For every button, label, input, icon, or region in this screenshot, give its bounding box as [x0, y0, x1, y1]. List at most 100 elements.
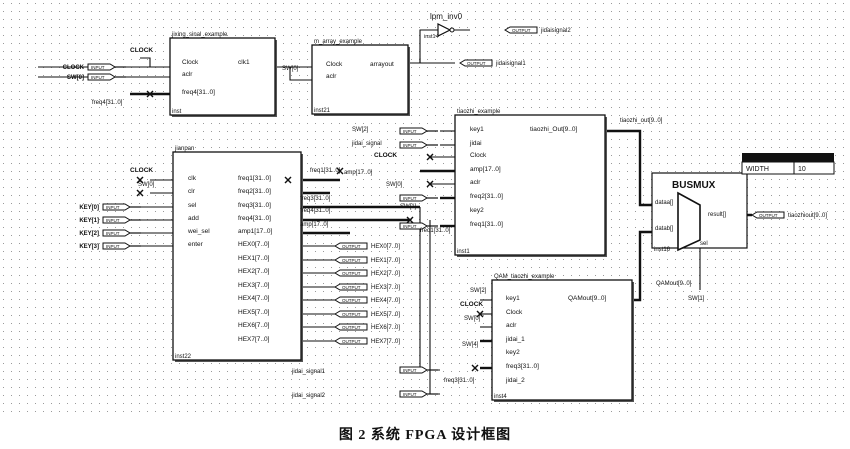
net-sw0-jp: SW[0]: [138, 182, 155, 188]
pin-hex6-label: HEX6[7..0]: [371, 325, 400, 331]
pin-freq2-tz[interactable]: INPUT: [399, 194, 438, 202]
pin-key2-label: KEY[2]: [79, 231, 99, 237]
block-qam-inst: inst4: [494, 394, 507, 400]
jianpan-out-0: freq1[31..0]: [238, 175, 271, 182]
pin-jidai-signal2[interactable]: INPUT: [399, 390, 438, 398]
no-connect-mark: [426, 180, 434, 188]
busmux-datab: datab[]: [655, 226, 674, 232]
pin-hex3-label: HEX3[7..0]: [371, 285, 400, 291]
pin-sw0-label: SW[0]: [67, 75, 84, 81]
no-connect-mark: [336, 167, 344, 175]
no-connect-mark: [406, 216, 414, 224]
net-labels: CLOCKfreq4[31..0]SW[0]tiaozhi_out[9..0]S…: [92, 47, 705, 384]
pin-hex7-tag: OUTPUT: [342, 339, 361, 344]
jianpan-out-2: freq3[31..0]: [238, 202, 271, 209]
lpm-inst: inst14: [424, 34, 439, 40]
pin-sw2-tz[interactable]: INPUT: [399, 127, 438, 135]
pin-hex3-tag: OUTPUT: [342, 285, 361, 290]
net-amp: amp[17..0]: [344, 170, 373, 176]
pin-jidai-signal1-tag: INPUT: [403, 368, 417, 373]
jianpan-out-3: freq4[31..0]: [238, 215, 271, 222]
jianpan-out-6: HEX1[7..0]: [238, 255, 270, 262]
pin-key2[interactable]: INPUT KEY[2]: [79, 229, 141, 237]
tiaozhi-port-4: aclr: [470, 179, 481, 186]
jianpan-out-8: HEX3[7..0]: [238, 282, 270, 289]
no-connect-mark: [136, 176, 144, 184]
pin-freq2-tz-tag: INPUT: [403, 196, 417, 201]
pin-freq1-tz-tag: INPUT: [403, 224, 417, 229]
pin-jidaisignal1-tag: OUTPUT: [467, 61, 486, 66]
pin-key2-tag: INPUT: [106, 231, 120, 236]
pin-hex3[interactable]: OUTPUT HEX3[7..0]: [334, 283, 400, 291]
pin-hex2-label: HEX2[7..0]: [371, 271, 400, 277]
busmux-inst: inst16: [654, 247, 671, 253]
tiaozhi-port-6: key2: [470, 207, 484, 214]
pin-key3-label: KEY[3]: [79, 244, 99, 250]
tiaozhi-port-7: freq1[31..0]: [470, 221, 503, 228]
pin-key3-tag: INPUT: [106, 244, 120, 249]
tiaozhi-port-out: tiaozhi_Out[9..0]: [530, 126, 578, 133]
pin-hex1-tag: OUTPUT: [342, 258, 361, 263]
tiaozhi-port-1: jidai: [469, 140, 482, 147]
net-freq3: freq3[31..0]: [300, 196, 331, 202]
net-sw0-marray: SW[0]: [282, 66, 299, 72]
pin-hex5-tag: OUTPUT: [342, 312, 361, 317]
pin-jidai-signal2-tag: INPUT: [403, 392, 417, 397]
block-tiaozhi[interactable]: tiaozhi_example inst1: [454, 109, 607, 257]
jianpan-in-1: clr: [188, 188, 196, 195]
label-jidai-signal1: jidai_signal1: [291, 369, 326, 375]
qam-port-2: aclr: [506, 322, 517, 329]
pin-jidaisignal2-label: jidaisignal2: [540, 28, 571, 34]
pin-jidai-tz-tag: INPUT: [403, 143, 417, 148]
net-freq1-tz: freq1[31..0]: [420, 228, 451, 234]
qam-port-1: Clock: [506, 309, 523, 316]
no-connect-mark: [284, 176, 292, 184]
net-amp-out: amp[17..0]: [300, 222, 329, 228]
net-clock-qam: CLOCK: [460, 301, 483, 308]
marray-port-arrayout: arrayout: [370, 61, 394, 68]
pin-hex5[interactable]: OUTPUT HEX5[7..0]: [334, 310, 400, 318]
param-name: WIDTH: [746, 166, 769, 173]
pin-sw0[interactable]: INPUT SW[0]: [67, 73, 126, 81]
net-clock-jp: CLOCK: [130, 167, 153, 174]
jianpan-in-0: clk: [188, 175, 197, 182]
pins: INPUTCLOCKINPUTSW[0]INPUTKEY[0]INPUTKEY[…: [63, 26, 827, 399]
pin-key1-label: KEY[1]: [79, 218, 99, 224]
block-jianpan-title: jianpan: [174, 146, 194, 152]
pin-freq1-tz[interactable]: INPUT: [399, 222, 438, 230]
pin-hex4-tag: OUTPUT: [342, 298, 361, 303]
tiaozhi-port-2: Clock: [470, 152, 487, 159]
no-connect-mark: [146, 90, 154, 98]
jianpan-out-4: amp1[17..0]: [238, 228, 273, 235]
pin-tiaozhiout-tag: OUTPUT: [759, 213, 778, 218]
pin-sw0-tag: INPUT: [91, 75, 105, 80]
net-freq4: freq4[31..0]: [92, 100, 123, 106]
block-tiaozhi-title: tiaozhi_example: [457, 109, 501, 115]
tiaozhi-port-0: key1: [470, 126, 484, 133]
pin-jidai-signal1[interactable]: INPUT: [399, 366, 438, 374]
net-jidai-signal: jidai_signal: [351, 141, 382, 147]
pin-jidai-tz[interactable]: INPUT: [399, 141, 438, 149]
pin-hex5-label: HEX5[7..0]: [371, 312, 400, 318]
pin-key3[interactable]: INPUT KEY[3]: [79, 242, 141, 250]
jianpan-out-10: HEX5[7..0]: [238, 309, 270, 316]
block-tiaozhi-inst: inst1: [457, 249, 470, 255]
